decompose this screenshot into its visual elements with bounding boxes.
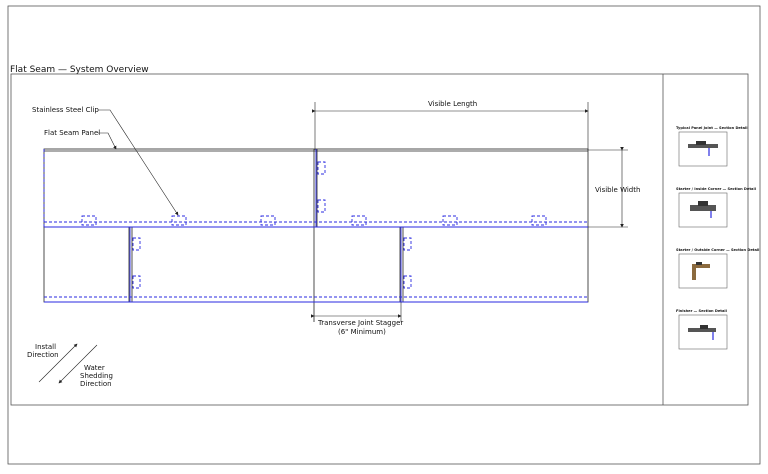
- detail-typical-panel-joint[interactable]: Typical Panel Joint — Section Detail: [676, 126, 747, 167]
- clip: [531, 215, 547, 226]
- water-arrow: [58, 344, 98, 384]
- transverse-stagger-dimension: Transverse Joint Stagger (6" Minimum): [311, 302, 403, 336]
- svg-text:Shedding: Shedding: [80, 372, 113, 380]
- panel-row-bottom: [43, 226, 589, 322]
- clip: [171, 215, 187, 226]
- svg-text:Visible Width: Visible Width: [595, 186, 640, 194]
- clip: [260, 215, 276, 226]
- clip: [442, 215, 458, 226]
- svg-text:(6" Minimum): (6" Minimum): [338, 328, 386, 336]
- svg-text:Install: Install: [35, 343, 56, 351]
- clip: [132, 237, 141, 251]
- panel-leader: [98, 132, 117, 150]
- svg-text:Finisher — Section Detail: Finisher — Section Detail: [676, 309, 727, 313]
- water-shedding-direction: Water Shedding Direction: [58, 344, 113, 388]
- detail-finisher[interactable]: Finisher — Section Detail: [676, 309, 728, 350]
- install-direction: Install Direction: [27, 343, 78, 383]
- install-arrow: [38, 343, 78, 383]
- drawing-title: Flat Seam — System Overview: [10, 65, 149, 75]
- visible-width-dimension: Visible Width: [588, 147, 640, 228]
- svg-text:Direction: Direction: [80, 380, 112, 388]
- clip-leader: [98, 109, 179, 216]
- clip: [317, 161, 326, 175]
- visible-length-dimension: Visible Length: [312, 100, 589, 150]
- detail-starter-outside-corner[interactable]: Starter / Outside Corner — Section Detai…: [676, 248, 759, 289]
- clips: [81, 161, 547, 289]
- clip: [403, 275, 412, 289]
- clip: [132, 275, 141, 289]
- sheet-border: [7, 5, 761, 465]
- svg-text:Typical Panel Joint — Section: Typical Panel Joint — Section Detail: [676, 126, 747, 130]
- clip: [403, 237, 412, 251]
- clip: [351, 215, 367, 226]
- svg-text:Water: Water: [84, 364, 105, 372]
- clip-label: Stainless Steel Clip: [32, 106, 99, 114]
- drawing-frame: [10, 73, 749, 406]
- detail-starter-inside-corner[interactable]: Starter / Inside Corner — Section Detail: [676, 187, 756, 228]
- panel-row-top: [43, 148, 589, 228]
- svg-text:Starter / Outside Corner — Sec: Starter / Outside Corner — Section Detai…: [676, 248, 759, 252]
- clip: [317, 199, 326, 213]
- clip: [81, 215, 97, 226]
- svg-text:Direction: Direction: [27, 351, 59, 359]
- svg-text:Visible Length: Visible Length: [428, 100, 477, 108]
- svg-text:Transverse Joint Stagger: Transverse Joint Stagger: [317, 319, 403, 327]
- svg-text:Starter / Inside Corner — Sect: Starter / Inside Corner — Section Detail: [676, 187, 756, 191]
- panel-label: Flat Seam Panel: [44, 129, 100, 137]
